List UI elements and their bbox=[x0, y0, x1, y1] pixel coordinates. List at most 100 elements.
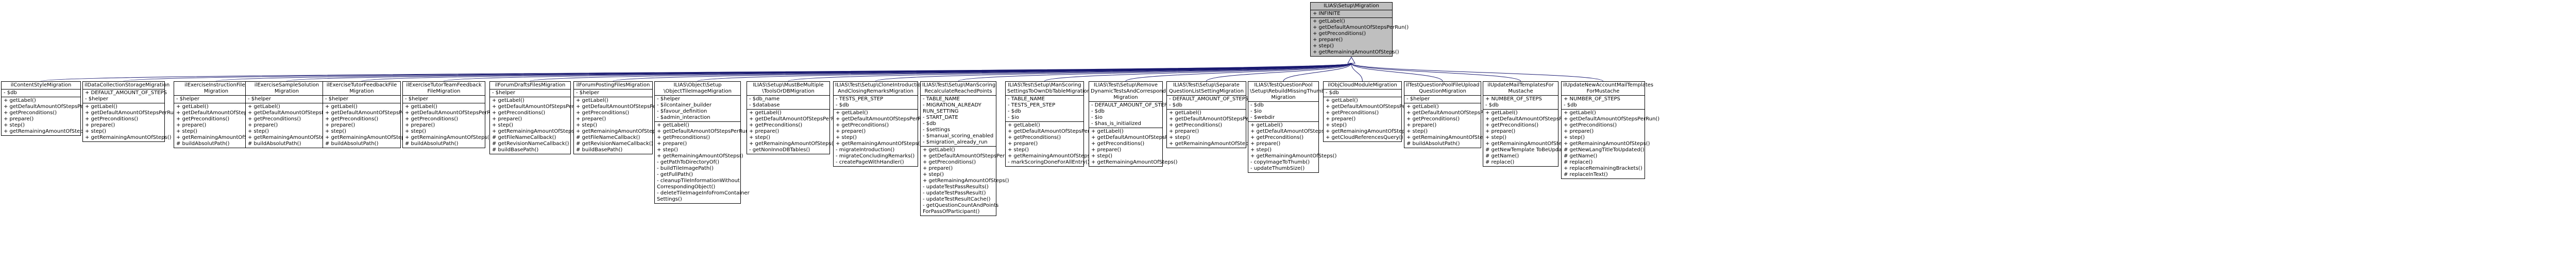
class-box-migration-root[interactable]: ILIAS\Setup\Migration + INFINITE + getLa… bbox=[1310, 2, 1409, 57]
member-row: - TESTS_PER_STEP bbox=[1008, 102, 1056, 108]
class-methods: + getLabel()+ getDefaultAmountOfStepsPer… bbox=[403, 103, 501, 148]
member-row: + getLabel() bbox=[576, 98, 608, 103]
class-attributes: - $helper bbox=[574, 89, 652, 97]
member-row: + getDefaultAmountOfStepsPerRun() bbox=[1091, 135, 1188, 140]
class-box[interactable]: ilUpdateNewAccountMailTemplates ForMusta… bbox=[1561, 81, 1660, 179]
generalization-arrowhead bbox=[1347, 57, 1355, 64]
class-box[interactable]: ilForumDraftsFilesMigration- $helper+ ge… bbox=[489, 81, 588, 154]
class-box[interactable]: ilTestQuestionPoolFileUpload QuestionMig… bbox=[1404, 81, 1502, 148]
inheritance-edge bbox=[1206, 63, 1352, 82]
member-row: # replaceInText() bbox=[1564, 172, 1608, 177]
class-box[interactable]: ILIAS\Test\Setup\Remove DynamicTestsAndC… bbox=[1089, 81, 1188, 167]
member-row: - $helper bbox=[576, 90, 600, 96]
member-row: - $helper bbox=[176, 96, 200, 102]
class-attributes: - $helper bbox=[490, 89, 570, 97]
member-row: # getRevisionNameCallback() bbox=[492, 141, 569, 147]
class-box[interactable]: ilUpdateMailTemplatesFor Mustache+ NUMBE… bbox=[1483, 81, 1581, 167]
class-methods: + getLabel()+ getDefaultAmountOfStepsPer… bbox=[1483, 109, 1581, 166]
class-box[interactable]: ilExerciseTutorFeedbackFile Migration- $… bbox=[323, 81, 421, 148]
member-row: + getDefaultAmountOfStepsPerRun() bbox=[836, 116, 932, 122]
class-box[interactable]: ilExerciseSampleSolution Migration- $hel… bbox=[245, 81, 344, 148]
class-title: ILIAS\Setup\MustBeMultiple \ToolsOrDBMig… bbox=[753, 82, 824, 94]
member-row: + getCloudReferencesQuery() bbox=[1326, 135, 1403, 140]
member-row: + prepare() bbox=[4, 116, 34, 122]
class-box[interactable]: ilObjCloudModuleMigration- $db+ getLabel… bbox=[1323, 81, 1421, 142]
class-box[interactable]: ilForumPostingFilesMigration - $helper + g… bbox=[573, 81, 672, 154]
class-title: ILIAS\TestQuestionPool \Setup\RebuildMis… bbox=[1250, 82, 1334, 100]
class-box[interactable]: ILIAS\Test\Setup\ManScoring SettingsToOw… bbox=[1005, 81, 1104, 167]
inheritance-edge bbox=[530, 63, 1352, 82]
member-row: - $settings bbox=[923, 127, 951, 133]
member-row: + prepare() bbox=[248, 122, 278, 128]
member-row: + prepare() bbox=[1008, 141, 1038, 147]
member-row: CorrespondingObject() bbox=[657, 184, 716, 190]
inheritance-edge bbox=[444, 63, 1352, 82]
class-box[interactable]: ILIAS\Setup\MustBeMultiple \ToolsOrDBMig… bbox=[747, 81, 845, 154]
member-row: + getPreconditions() bbox=[176, 116, 230, 122]
member-row: + step() bbox=[325, 129, 346, 134]
class-box[interactable]: ILIAS\Test\Setup\Separate QuestionListSe… bbox=[1166, 81, 1265, 148]
method-row: + getLabel() bbox=[1313, 19, 1345, 24]
class-attributes: + NUMBER_OF_STEPS- $db bbox=[1483, 95, 1558, 109]
member-row: + getPreconditions() bbox=[657, 135, 710, 140]
member-row: - $helper bbox=[1406, 96, 1430, 102]
member-row: + DEFAULT_AMOUNT_OF_STEPS bbox=[85, 90, 167, 96]
member-row: + prepare() bbox=[749, 129, 779, 134]
member-row: + getDefaultAmountOfStepsPerRun() bbox=[325, 110, 421, 116]
member-row: + prepare() bbox=[405, 122, 435, 128]
member-row: + getPreconditions() bbox=[405, 116, 459, 122]
member-row: + step() bbox=[85, 129, 106, 134]
class-box[interactable]: ILIAS\TestQuestionPool \Setup\RebuildMis… bbox=[1248, 81, 1347, 173]
method-row: + getDefaultAmountOfStepsPerRun() bbox=[1313, 25, 1409, 30]
member-row: - $db bbox=[1169, 102, 1182, 108]
member-row: + getPreconditions() bbox=[4, 110, 57, 116]
inheritance-edge bbox=[216, 63, 1352, 82]
member-row: + getPreconditions() bbox=[836, 122, 889, 128]
member-row: + getDefaultAmountOfStepsPerRun() bbox=[4, 104, 100, 110]
class-box[interactable]: ilContentStyleMigration- $db+ getLabel()… bbox=[1, 81, 100, 136]
inheritance-edge bbox=[1351, 63, 1443, 82]
member-row: + getLabel() bbox=[1250, 122, 1283, 128]
member-row: + getLabel() bbox=[1169, 110, 1201, 116]
class-box[interactable]: ilDataCollectionStorageMigration+ DEFAUL… bbox=[82, 81, 181, 142]
member-row: + getRemainingAmountOfSteps() bbox=[1250, 153, 1337, 159]
member-row: # buildAbsolutPath() bbox=[248, 141, 301, 147]
member-row: + getDefaultAmountOfStepsPerRun() bbox=[1250, 129, 1347, 134]
class-box[interactable]: ilExerciseTutorTeamFeedback FileMigratio… bbox=[402, 81, 501, 148]
member-row: + step() bbox=[1485, 135, 1506, 140]
inheritance-edge bbox=[875, 63, 1352, 82]
member-row: - $helper bbox=[492, 90, 516, 96]
member-row: - $helper bbox=[85, 96, 109, 102]
method-row: + prepare() bbox=[1313, 37, 1343, 43]
member-row: - $db bbox=[836, 102, 849, 108]
class-attributes: - $db- $io- $webdir bbox=[1248, 101, 1318, 121]
member-row: + prepare() bbox=[1564, 129, 1594, 134]
class-attributes: - $helper bbox=[1404, 95, 1481, 103]
class-methods: + getLabel()+ getDefaultAmountOfStepsPer… bbox=[1248, 121, 1347, 172]
class-title: ilExerciseSampleSolution Migration bbox=[254, 82, 319, 94]
member-row: - $has_is_initialized bbox=[1091, 121, 1141, 127]
member-row: + getPreconditions() bbox=[85, 116, 139, 122]
member-row: - $db bbox=[923, 121, 936, 127]
member-row: + step() bbox=[492, 122, 513, 128]
member-row: + getLabel() bbox=[1008, 122, 1040, 128]
member-row: + getPreconditions() bbox=[492, 110, 546, 116]
class-attributes: + DEFAULT_AMOUNT_OF_STEPS- $helper bbox=[83, 89, 167, 103]
member-row: - $io bbox=[1091, 115, 1103, 120]
member-row: + step() bbox=[1326, 122, 1347, 128]
class-box[interactable]: ILIAS\Test\Setup\ManScoring RecalculateR… bbox=[920, 81, 1019, 216]
member-row: + prepare() bbox=[836, 129, 866, 134]
class-attributes: - TESTS_PER_STEP- $db bbox=[834, 95, 918, 109]
member-row: + getPreconditions() bbox=[1169, 122, 1223, 128]
member-row: + getRemainingAmountOfSteps() bbox=[923, 178, 1009, 184]
class-title: ilForumPostingFilesMigration bbox=[576, 82, 650, 88]
member-row: + step() bbox=[248, 129, 269, 134]
member-row: # buildAbsolutPath() bbox=[405, 141, 459, 147]
class-box[interactable]: ILIAS\Object\Setup \ObjectTileImageMigra… bbox=[654, 81, 753, 204]
member-row: + getDefaultAmountOfStepsPerRun() bbox=[1564, 116, 1660, 122]
member-row: + getPreconditions() bbox=[923, 159, 976, 165]
class-box[interactable]: ILIAS\Test\Setup\CloneIntroduction AndCl… bbox=[833, 81, 932, 167]
member-row: + getDefaultAmountOfStepsPerRun() bbox=[176, 110, 273, 116]
